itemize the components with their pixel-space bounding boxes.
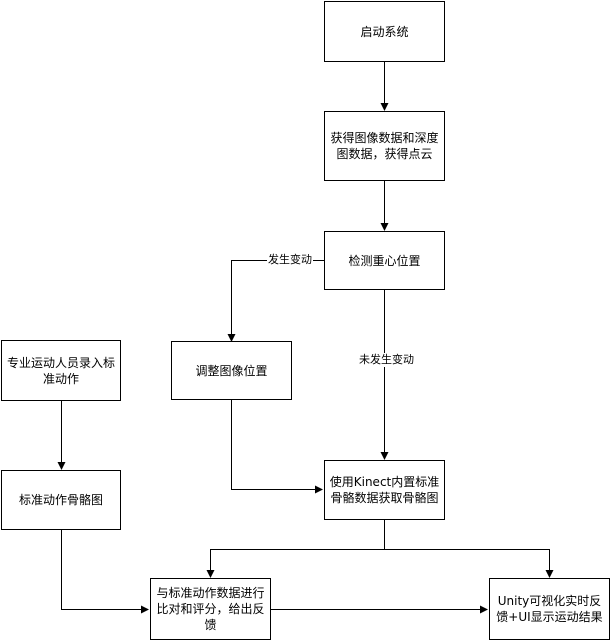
edge-kinect-to-compare bbox=[206, 520, 385, 578]
adjust-image-node: 调整图像位置 bbox=[171, 341, 292, 400]
edge-label-unchanged: 未发生变动 bbox=[358, 353, 415, 367]
acquire-data-node: 获得图像数据和深度图数据，获得点云 bbox=[324, 111, 445, 181]
edge-kinect-to-unity bbox=[384, 549, 554, 578]
compare-score-node: 与标准动作数据进行比对和评分，给出反馈 bbox=[150, 578, 271, 640]
start-node: 启动系统 bbox=[324, 1, 445, 62]
edge-label-changed: 发生变动 bbox=[267, 253, 313, 267]
detect-center-node: 检测重心位置 bbox=[324, 231, 445, 290]
standard-skeleton-node: 标准动作骨骼图 bbox=[1, 470, 121, 530]
unity-feedback-node: Unity可视化实时反馈+UI显示运动结果 bbox=[489, 578, 610, 640]
edge-skeleton-to-compare bbox=[61, 530, 149, 614]
edge-detect-to-adjust bbox=[227, 260, 324, 342]
edge-adjust-to-kinect bbox=[231, 400, 323, 494]
kinect-skeleton-node: 使用Kinect内置标准骨骼数据获取骨骼图 bbox=[324, 460, 445, 520]
pro-athlete-node: 专业运动人员录入标准动作 bbox=[1, 340, 121, 401]
